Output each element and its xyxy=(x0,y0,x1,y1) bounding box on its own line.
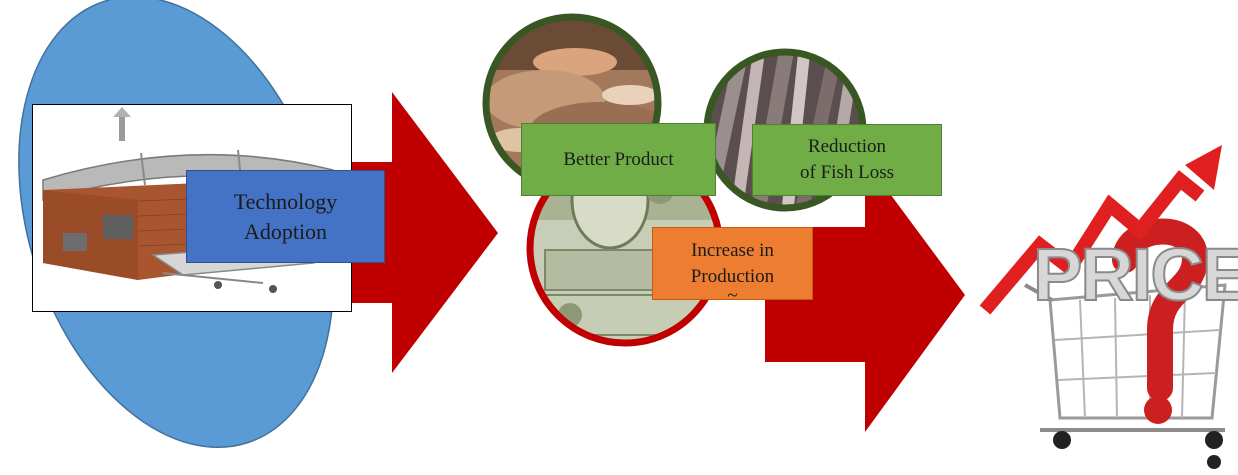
price-label: PRICE xyxy=(1033,233,1238,316)
increase-line1: Increase in xyxy=(691,240,774,261)
reduction-line2: of Fish Loss xyxy=(800,162,894,183)
technology-adoption-label: Technology Adoption xyxy=(186,170,385,263)
better-product-label: Better Product xyxy=(521,123,716,196)
increase-line2: Production xyxy=(690,265,775,287)
technology-label-line1: Technology xyxy=(233,188,338,214)
shopping-cart-price-icon: PRICE xyxy=(979,145,1238,469)
reduction-fish-loss-label: Reduction of Fish Loss xyxy=(752,124,942,196)
arrow-to-price xyxy=(765,160,965,432)
technology-label-line2: Adoption xyxy=(243,218,328,244)
reduction-line1: Reduction xyxy=(807,136,887,158)
increase-production-label: Increase in Production ~ xyxy=(652,227,813,300)
arrow-to-benefits xyxy=(330,92,498,373)
better-product-text: Better Product xyxy=(563,148,674,170)
increase-line3: ~ xyxy=(727,285,738,300)
